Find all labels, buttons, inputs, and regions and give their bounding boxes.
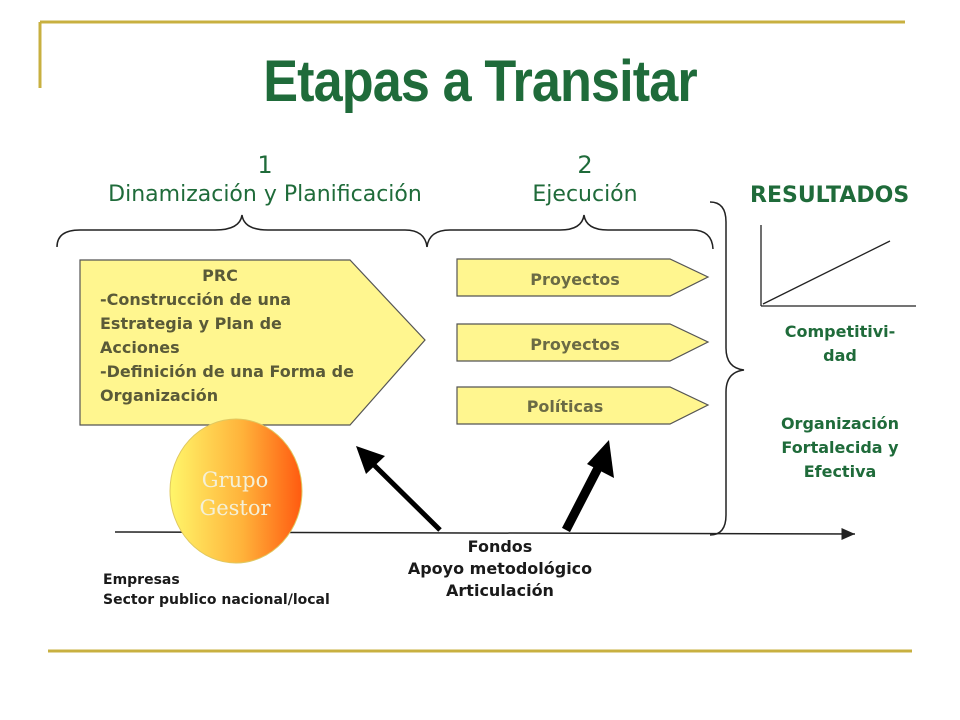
stage-1-header: 1 Dinamización y Planificación <box>60 150 470 210</box>
inputs-line-2: Apoyo metodológico <box>407 559 593 578</box>
prc-item-1: -Construcción de una Estrategia y Plan d… <box>100 290 292 357</box>
slide-title: Etapas a Transitar <box>263 49 697 114</box>
prc-heading: PRC <box>202 266 238 285</box>
stage-2-number: 2 <box>577 151 593 179</box>
actors-line-2: Sector publico nacional/local <box>103 592 330 608</box>
stage-2-brace <box>426 214 714 250</box>
result-competitiveness-line-1: Competitivi- <box>784 322 896 341</box>
inputs-text: Fondos Apoyo metodológico Articulación <box>385 536 615 602</box>
result-competitiveness-line-2: dad <box>823 346 857 365</box>
execution-box-3 <box>456 386 710 425</box>
result-competitiveness: Competitivi- dad <box>750 320 930 368</box>
result-organization: Organización Fortalecida y Efectiva <box>740 412 940 484</box>
group-circle <box>169 418 303 564</box>
result-organization-line-1: Organización <box>780 414 900 433</box>
input-arrow-thin-head <box>356 446 385 474</box>
stage-2-header: 2 Ejecución <box>480 150 690 210</box>
execution-label-2: Proyectos <box>530 335 620 354</box>
inputs-line-1: Fondos <box>467 537 533 556</box>
input-arrow-thin-shaft <box>370 461 442 532</box>
execution-box-2 <box>456 323 710 362</box>
stage-1-number: 1 <box>257 151 273 179</box>
group-label-line-2: Gestor <box>199 496 271 520</box>
actors-line-1: Empresas <box>103 572 180 588</box>
stage-1-brace <box>56 214 428 248</box>
prc-box <box>79 259 426 426</box>
stage-2-label: Ejecución <box>532 182 638 207</box>
prc-text: PRC -Construcción de una Estrategia y Pl… <box>100 264 400 408</box>
result-organization-line-3: Efectiva <box>803 462 877 481</box>
results-title: RESULTADOS <box>750 183 910 208</box>
input-arrow-thick-shaft <box>562 465 602 533</box>
results-brace <box>709 201 745 536</box>
execution-label-3: Políticas <box>526 397 604 416</box>
inputs-line-3: Articulación <box>446 581 554 600</box>
group-label: Grupo Gestor <box>175 466 295 522</box>
prc-item-2: -Definición de una Forma de Organización <box>100 362 354 405</box>
stage-1-label: Dinamización y Planificación <box>108 182 422 207</box>
mini-chart-trend-line <box>762 240 891 305</box>
execution-label-1: Proyectos <box>530 270 620 289</box>
input-arrow-thick-head <box>587 440 614 478</box>
group-label-line-1: Grupo <box>201 468 269 492</box>
result-organization-line-2: Fortalecida y <box>781 438 899 457</box>
execution-box-1 <box>456 258 710 297</box>
actors-text: Empresas Sector publico nacional/local <box>103 570 330 610</box>
